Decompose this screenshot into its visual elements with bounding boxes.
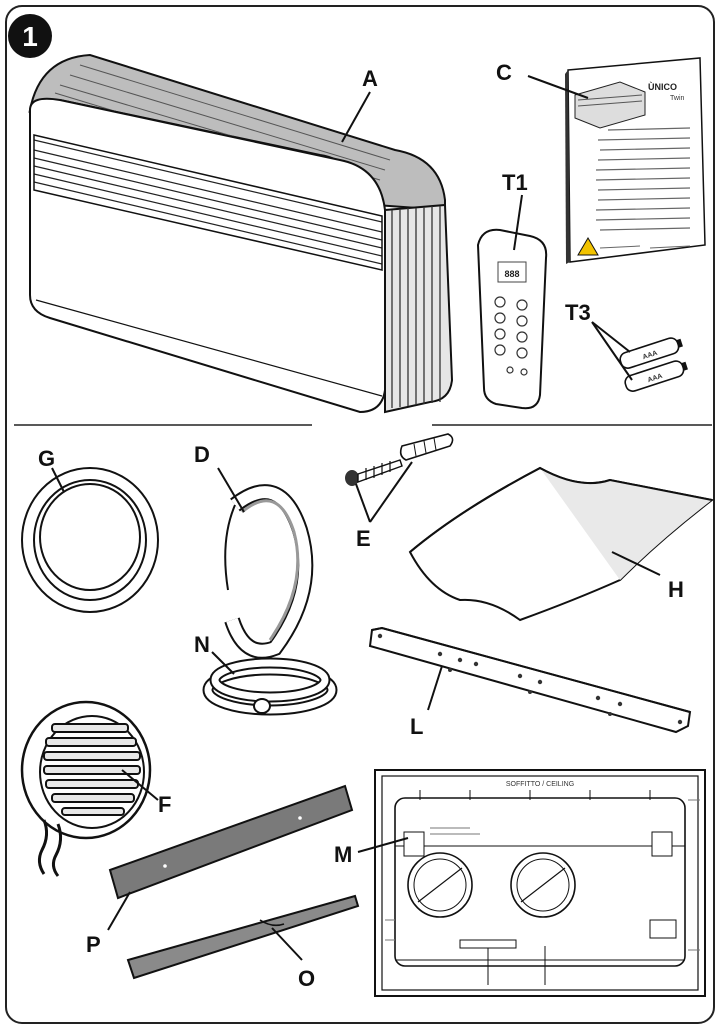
leader-l (427, 665, 443, 711)
label-m: M (334, 842, 352, 867)
label-d: D (194, 442, 210, 467)
leader-t3b (591, 321, 633, 381)
insulation-sheet (408, 466, 715, 622)
leader-a (341, 91, 371, 143)
label-f: F (158, 792, 171, 817)
label-p: P (86, 932, 101, 957)
external-grille (20, 700, 152, 877)
batteries: AAA AAA (619, 337, 688, 392)
leader-m (357, 837, 409, 853)
leader-t3a (591, 321, 631, 353)
cable-coil (202, 657, 338, 716)
label-a: A (362, 66, 378, 91)
gasket-strip-o (126, 894, 360, 980)
template-ceiling-text: SOFFITTO / CEILING (506, 781, 574, 788)
leader-d (217, 467, 245, 513)
gasket-strip-p (108, 784, 354, 900)
leader-p (107, 891, 131, 931)
label-g: G (38, 446, 55, 471)
label-h: H (668, 577, 684, 602)
leader-h (611, 551, 661, 576)
leader-g (51, 467, 65, 493)
drilling-template: SOFFITTO / CEILING (374, 769, 706, 997)
screw-and-plug (345, 433, 454, 486)
remote-control: 888 (476, 228, 548, 410)
step-number: 1 (22, 21, 38, 52)
mounting-bracket (368, 626, 692, 734)
battery-label-1: AAA (642, 350, 659, 361)
label-t3: T3 (565, 300, 591, 325)
step-badge: 1 (8, 14, 52, 58)
label-e: E (356, 526, 371, 551)
manual-sub: Twin (670, 95, 685, 102)
leader-c (527, 75, 589, 99)
label-o: O (298, 966, 315, 991)
label-n: N (194, 632, 210, 657)
wall-ring (21, 467, 159, 613)
leader-t1 (513, 194, 523, 251)
manual-brand: ÙNICO (648, 81, 677, 92)
band-strip (224, 484, 314, 659)
leader-e1 (355, 483, 371, 523)
manual-booklet: ÙNICO Twin (565, 57, 706, 264)
leader-n (211, 651, 235, 675)
leader-e2 (369, 461, 413, 523)
remote-display: 888 (504, 269, 519, 279)
leader-o (271, 927, 303, 961)
label-c: C (496, 60, 512, 85)
label-t1: T1 (502, 170, 528, 195)
leader-f (121, 769, 159, 801)
air-conditioner-unit (28, 53, 454, 414)
battery-label-2: AAA (647, 373, 664, 384)
label-l: L (410, 714, 423, 739)
